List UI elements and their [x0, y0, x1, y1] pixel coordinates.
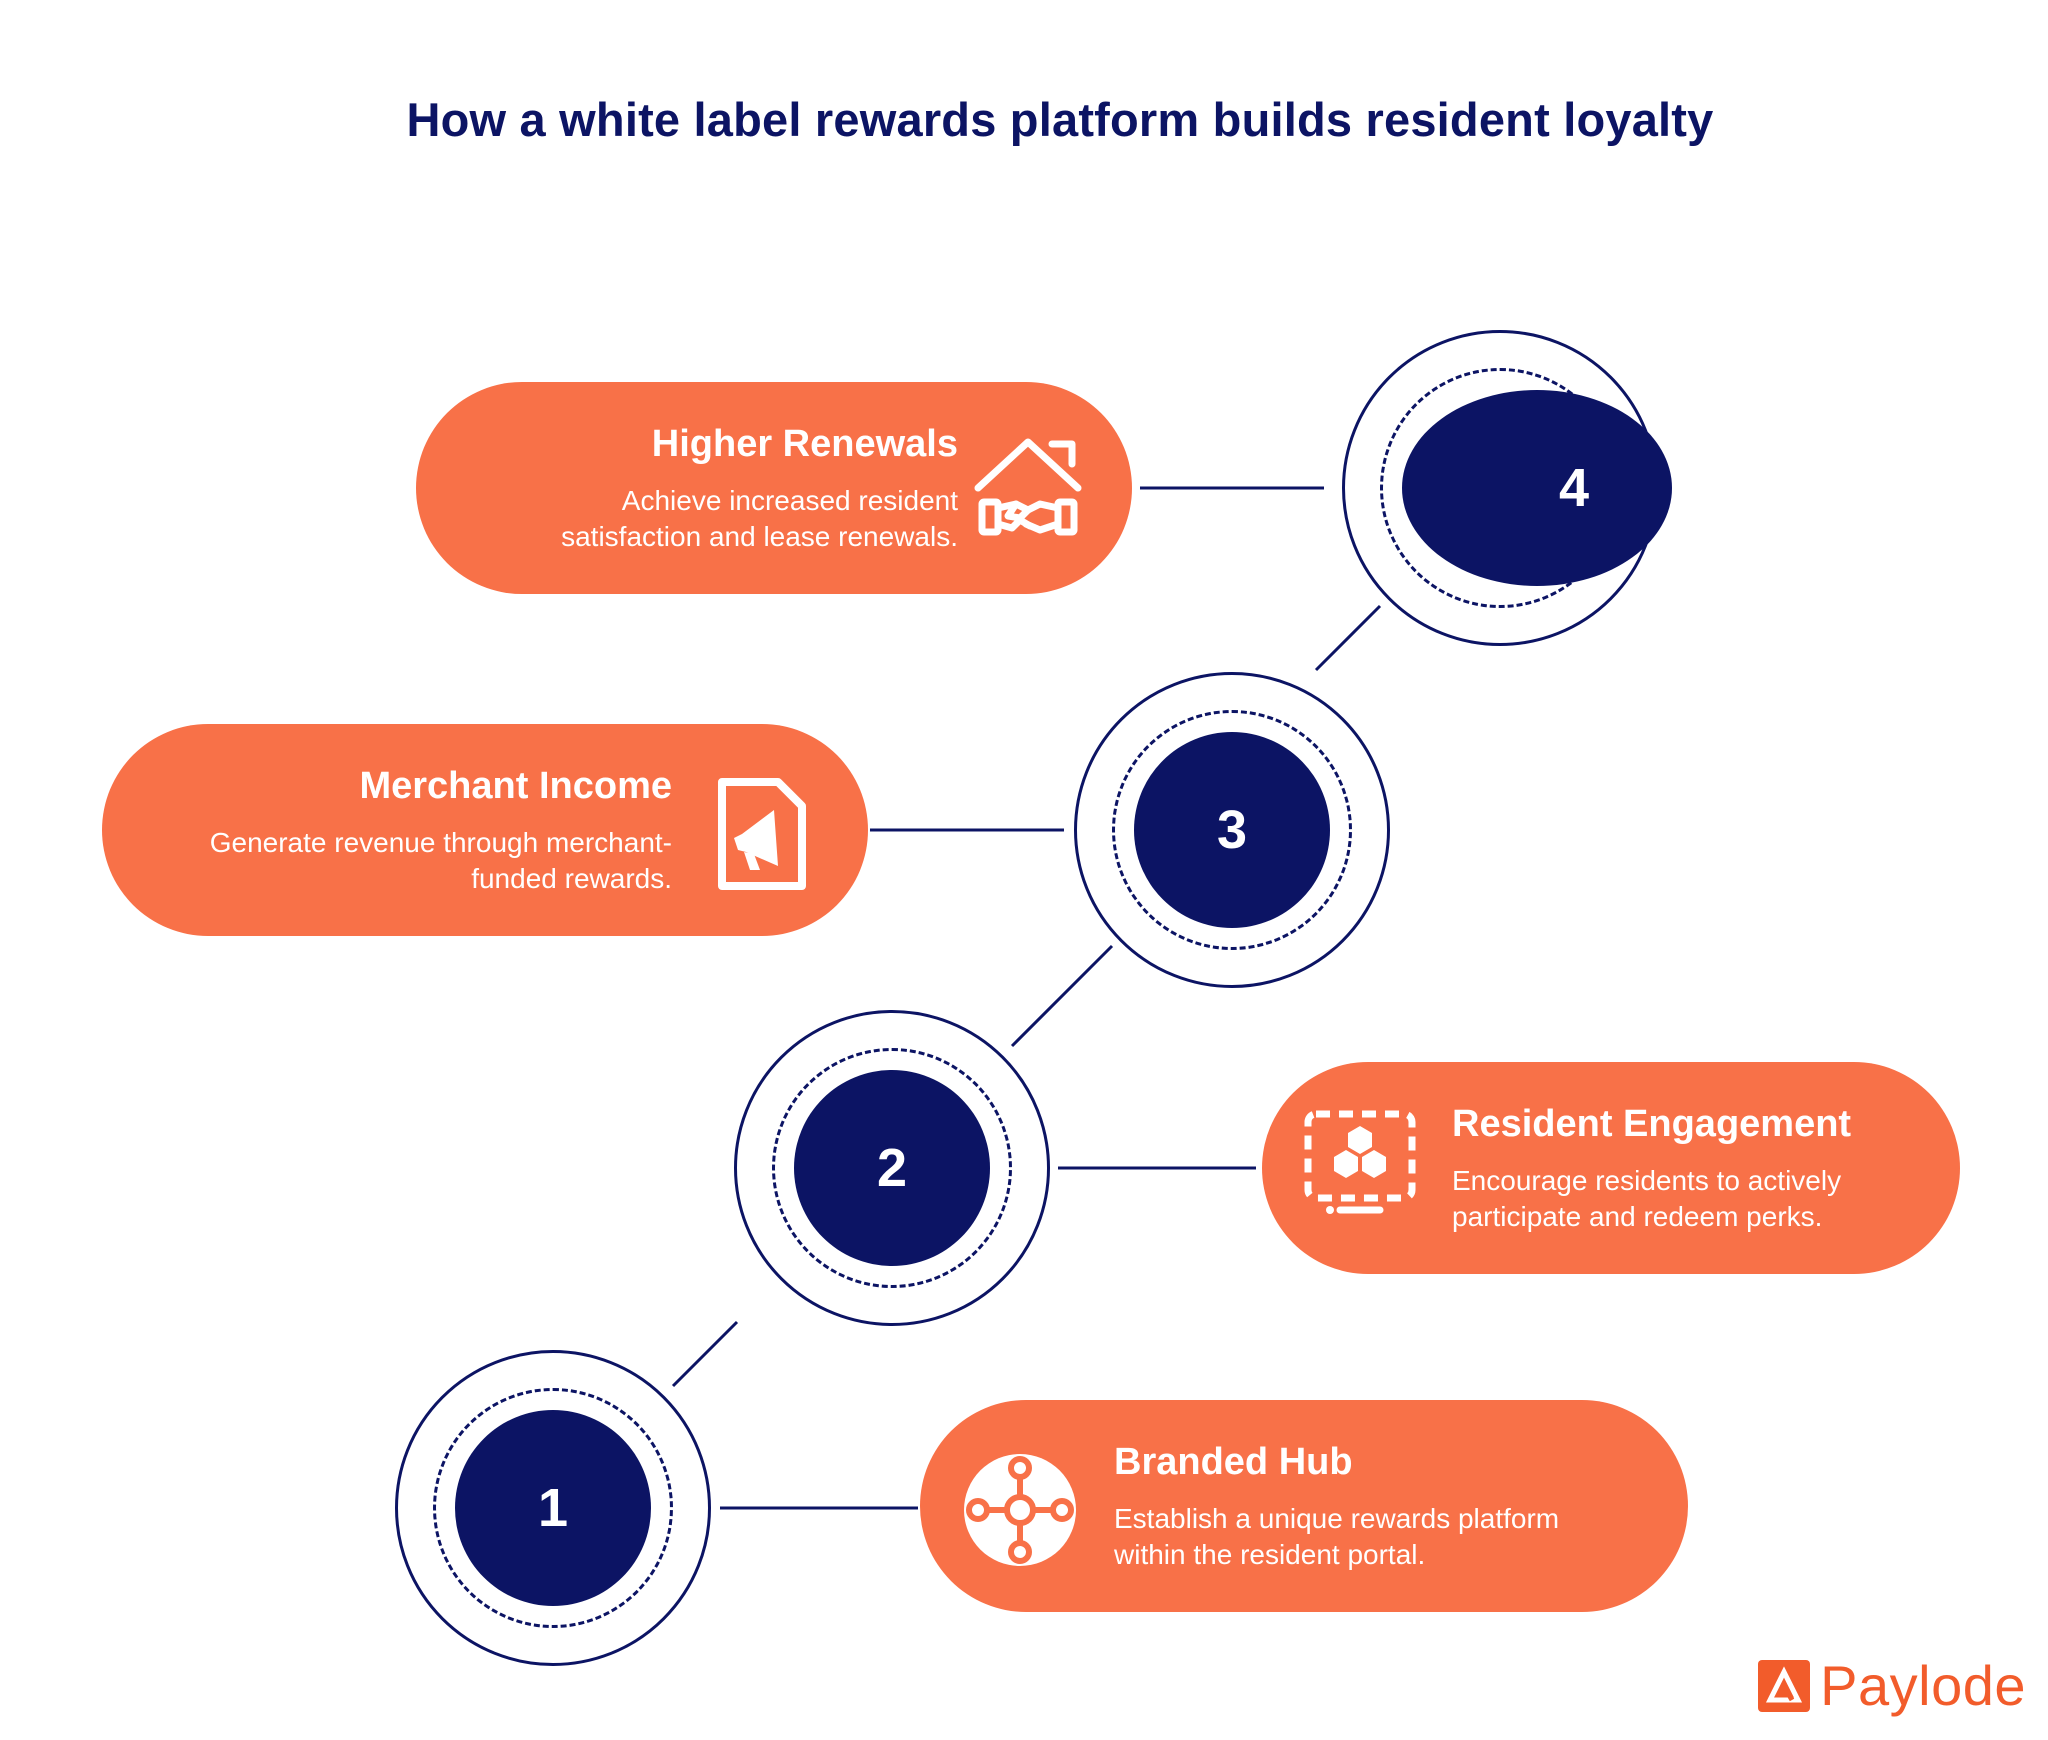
card-title: Higher Renewals	[651, 423, 958, 465]
card-title: Merchant Income	[359, 765, 672, 807]
step-number: 1	[455, 1410, 651, 1606]
brand-name: Paylode	[1820, 1654, 2026, 1717]
card-description: Achieve increased resident satisfaction …	[561, 485, 958, 552]
link-1-to-2	[671, 1320, 739, 1388]
card-title: Resident Engagement	[1452, 1103, 1852, 1145]
card-description: Encourage residents to actively particip…	[1452, 1165, 1842, 1232]
step-4-circle: 4	[1342, 330, 1672, 646]
paylode-logo-icon	[1758, 1659, 1811, 1712]
card-text: Resident Engagement Encourage residents …	[1452, 1062, 1912, 1274]
card-higher-renewals: Higher Renewals Achieve increased reside…	[416, 382, 1132, 594]
step-number: 4	[1402, 390, 1672, 586]
step-number: 2	[794, 1070, 990, 1266]
card-title: Branded Hub	[1114, 1441, 1353, 1483]
card-resident-engagement: Resident Engagement Encourage residents …	[1262, 1062, 1960, 1274]
card-description: Establish a unique rewards platform with…	[1114, 1503, 1560, 1570]
dashed-ring	[1112, 710, 1352, 950]
hexagon-cluster-screen-icon	[1304, 1110, 1416, 1214]
step-number: 3	[1134, 732, 1330, 928]
card-text: Higher Renewals Achieve increased reside…	[496, 382, 958, 594]
card-branded-hub: Branded Hub Establish a unique rewards p…	[920, 1400, 1688, 1612]
card-description: Generate revenue through merchant- funde…	[209, 827, 672, 894]
brand-logo: Paylode	[1758, 1653, 2026, 1718]
link-3-to-4	[1314, 604, 1382, 672]
step-1-circle: 1	[395, 1350, 711, 1666]
page-title: How a white label rewards platform build…	[406, 93, 1714, 146]
dashed-ring	[433, 1388, 673, 1628]
house-handshake-icon	[974, 438, 1082, 536]
card-text: Branded Hub Establish a unique rewards p…	[1114, 1400, 1634, 1612]
hub-network-icon	[964, 1454, 1076, 1566]
step-2-circle: 2	[734, 1010, 1050, 1326]
card-text: Merchant Income Generate revenue through…	[162, 724, 672, 936]
link-2-to-3	[1010, 944, 1114, 1048]
card-merchant-income: Merchant Income Generate revenue through…	[102, 724, 868, 936]
megaphone-document-icon	[718, 778, 806, 890]
dashed-ring	[772, 1048, 1012, 1288]
step-3-circle: 3	[1074, 672, 1390, 988]
